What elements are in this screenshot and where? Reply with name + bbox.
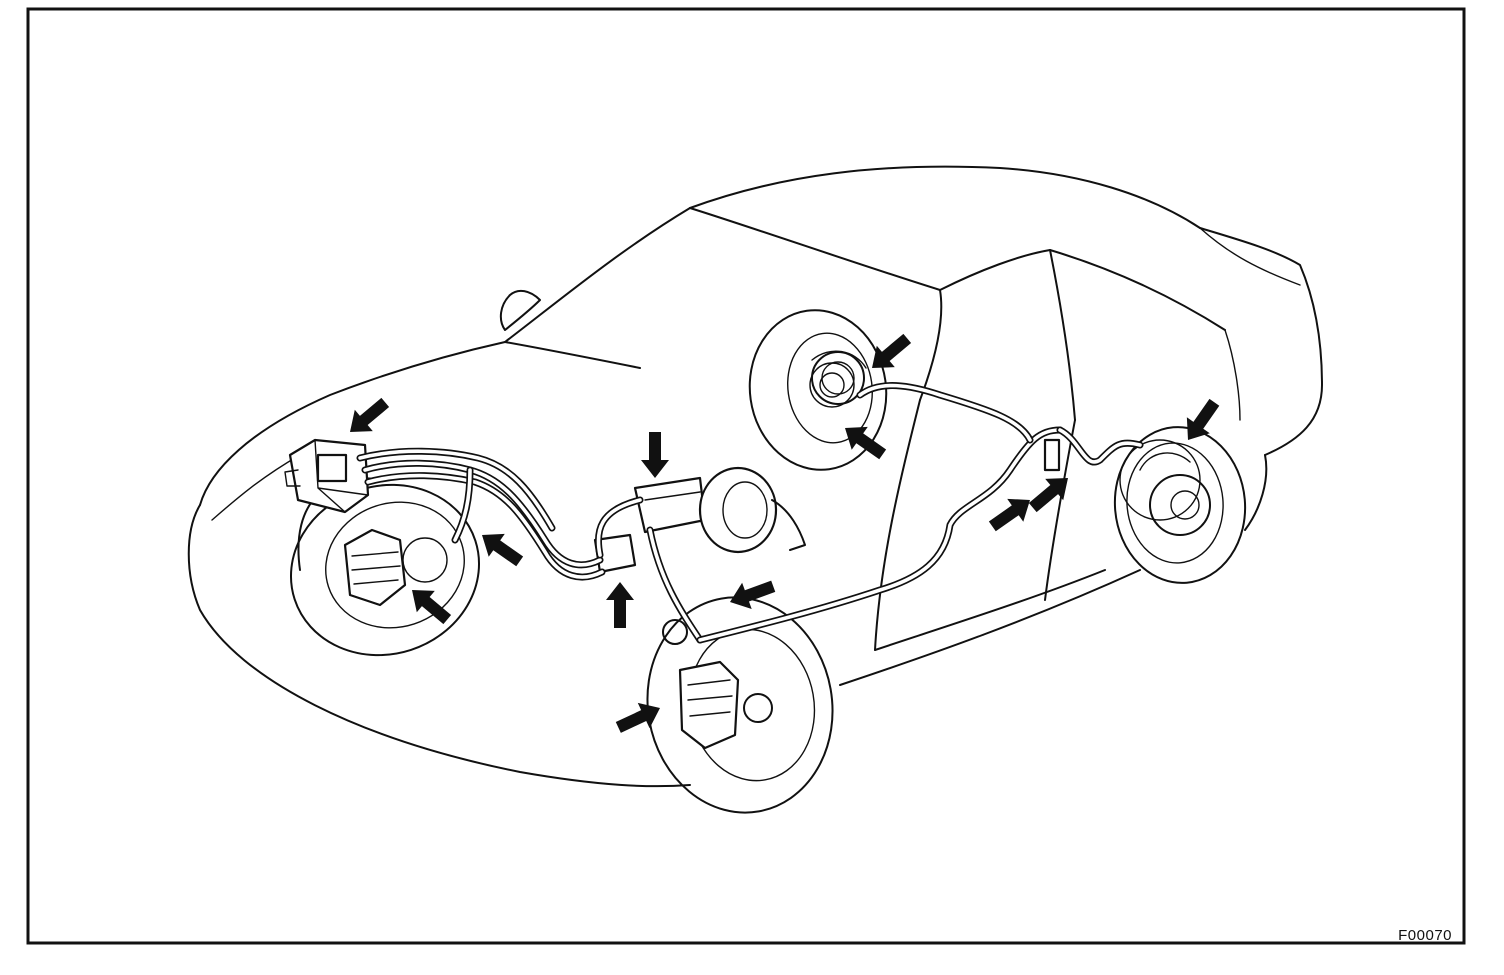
rear-left-drum-brake: [811, 350, 867, 405]
arrow-proportioning-valve: [606, 582, 634, 628]
arrow-rear-crossover: [984, 488, 1039, 538]
arrow-right-caliper: [612, 695, 666, 741]
arrow-rear-right: [1176, 394, 1226, 449]
front-right-caliper: [678, 660, 740, 750]
arrow-rear-fitting: [1023, 467, 1077, 519]
master-cylinder-booster: [633, 466, 806, 554]
arrow-abs: [341, 391, 395, 443]
brake-lines: [356, 382, 1144, 645]
rear-right-wheel: [1113, 426, 1247, 584]
arrow-master-cylinder: [641, 432, 669, 478]
arrow-left-branch: [473, 523, 528, 573]
figure-frame: [26, 7, 1466, 945]
abs-actuator: [284, 438, 370, 514]
rear-right-drum-brake: [1119, 439, 1201, 521]
arrow-right-front-line: [725, 573, 779, 616]
arrow-rear-left-upper: [863, 327, 917, 379]
figure-code: F00070: [1398, 927, 1452, 944]
arrow-left-caliper: [403, 579, 457, 631]
front-left-caliper: [343, 528, 448, 607]
arrow-rear-left-lower: [836, 416, 891, 466]
